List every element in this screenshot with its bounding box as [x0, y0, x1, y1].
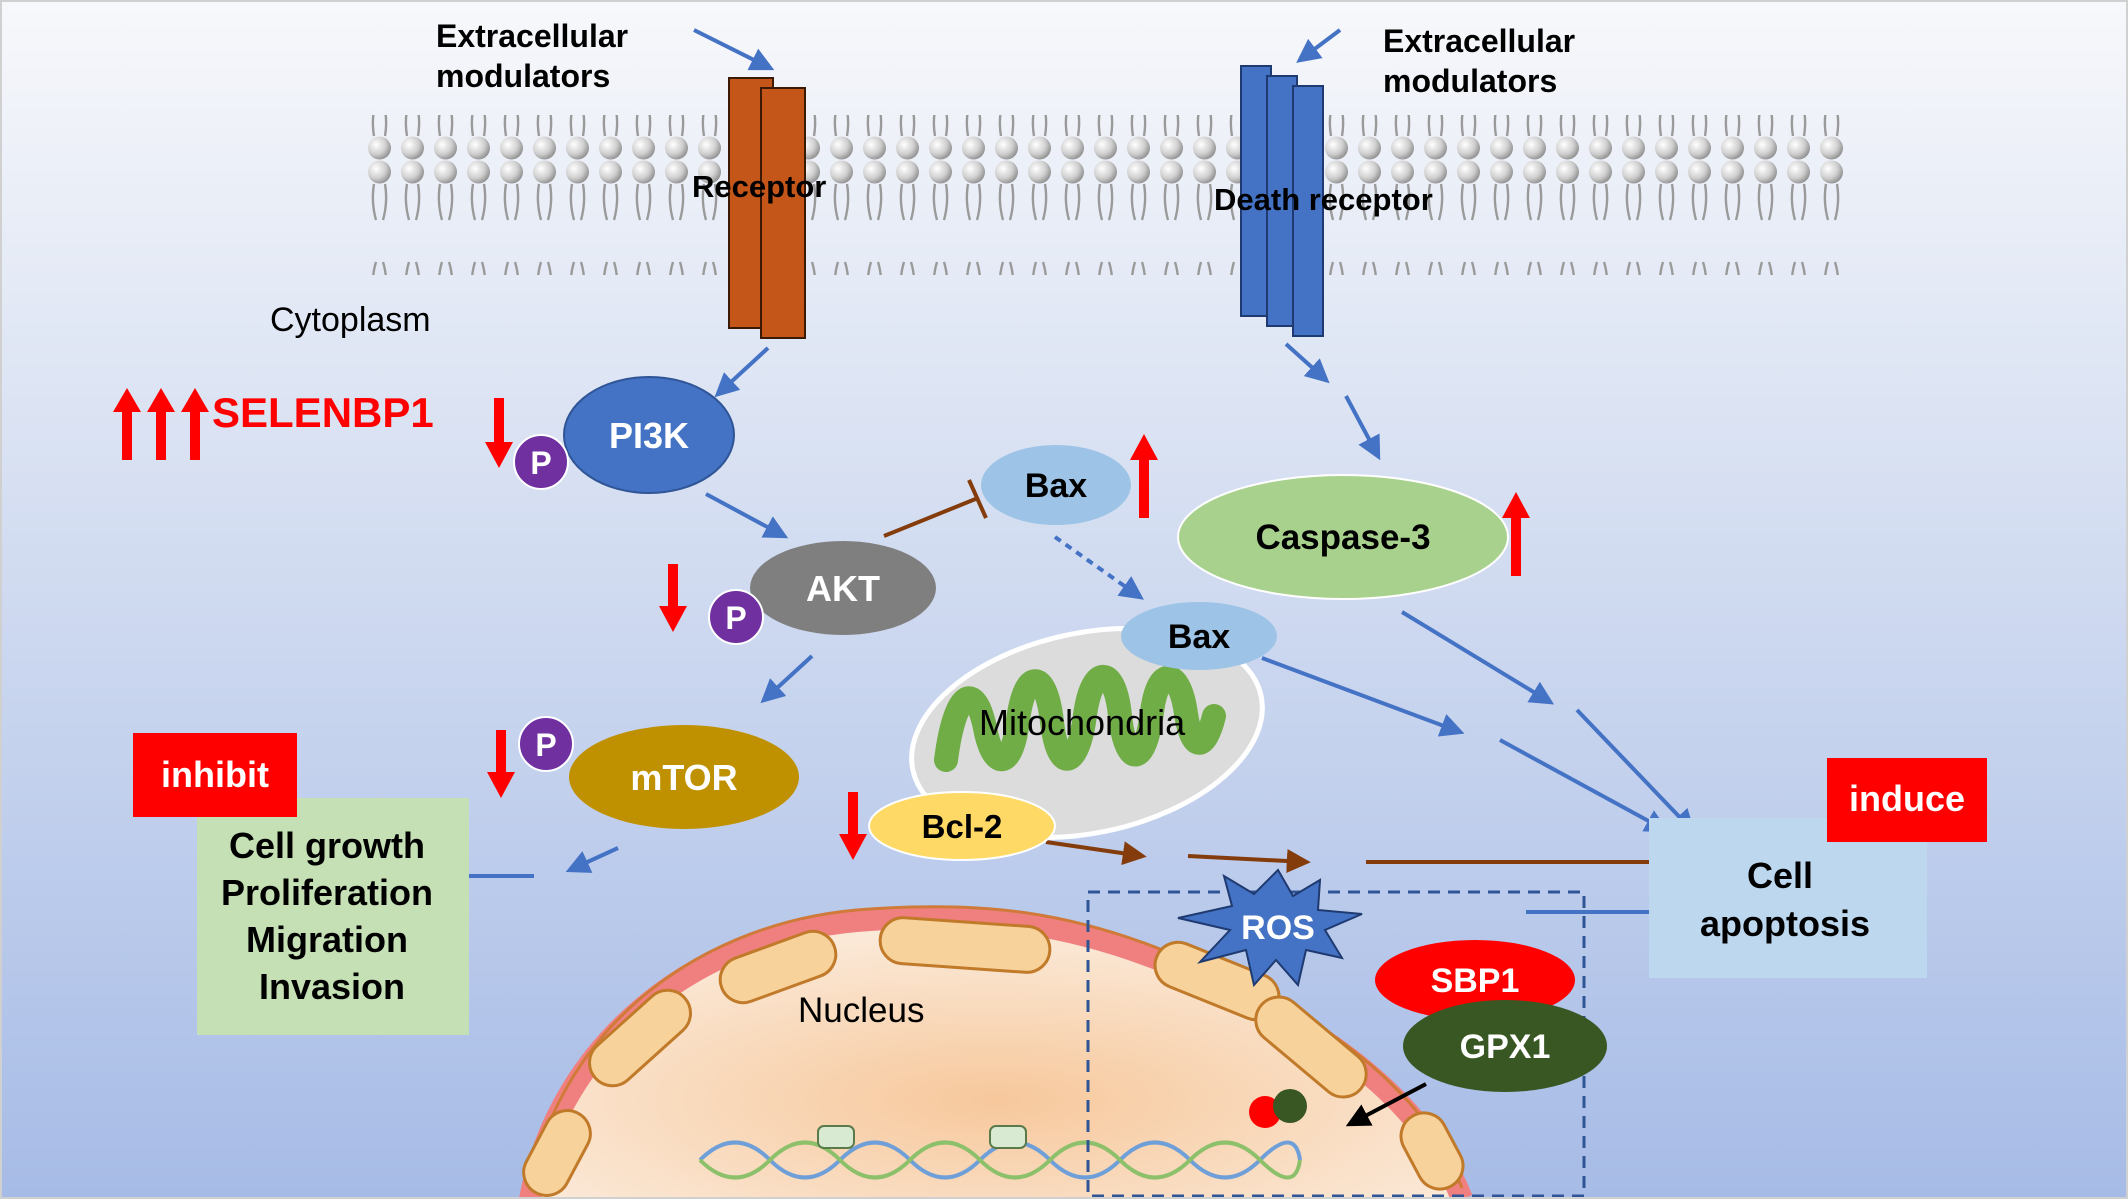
mtor-label: mTOR [630, 757, 737, 798]
growth-line-2: Proliferation [221, 872, 433, 913]
caspase3-node [1177, 474, 1509, 600]
extracellular-modulators-left: Extracellular modulators [436, 18, 637, 94]
bax-top-label: Bax [1025, 467, 1087, 505]
growth-line-1: Cell growth [229, 825, 425, 866]
nucleus [519, 905, 1473, 1203]
phospho-markers [513, 434, 764, 772]
extracellular-left-line1: Extracellular [436, 18, 628, 54]
gpx1-node [1403, 1000, 1607, 1092]
growth-line-3: Migration [246, 919, 408, 960]
mtor-node [569, 725, 799, 829]
mtor-phospho [518, 716, 574, 772]
receptor [728, 77, 806, 339]
akt-phospho [708, 589, 764, 645]
pi3k-node [563, 376, 735, 494]
cell-growth-box [197, 798, 469, 1035]
akt-label: AKT [806, 568, 880, 609]
selenbp1-up-arrows [113, 388, 209, 460]
bax-top-node [981, 445, 1131, 525]
cell-growth-text: Cell growth Proliferation Migration Inva… [221, 825, 443, 1007]
gpx1-arrow [1345, 1082, 1427, 1127]
akt-phospho-label: P [725, 600, 746, 636]
pi3k-phospho [513, 434, 569, 490]
receptor-label: Receptor [692, 169, 826, 204]
gpx1-label: GPX1 [1460, 1028, 1551, 1066]
extracellular-left-line2: modulators [436, 58, 610, 94]
cytoplasm-label: Cytoplasm [270, 301, 431, 339]
bcl2-label: Bcl-2 [922, 808, 1003, 845]
caspase3-label: Caspase-3 [1255, 518, 1430, 557]
cell-membrane [362, 115, 1847, 275]
mitochondria [909, 625, 1265, 841]
up-arrows [1130, 434, 1530, 576]
extracellular-right-line1: Extracellular [1383, 23, 1575, 59]
apoptosis-line-1: Cell [1747, 855, 1813, 896]
extracellular-modulators-right: Extracellular modulators [1383, 23, 1584, 99]
apoptosis-line-2: apoptosis [1700, 903, 1870, 944]
nucleus-label: Nucleus [798, 991, 924, 1030]
inhibit-badge [133, 733, 297, 817]
extracellular-right-line2: modulators [1383, 63, 1557, 99]
growth-line-4: Invasion [259, 966, 405, 1007]
sbp1-label: SBP1 [1431, 962, 1520, 1000]
blue-arrows [445, 28, 1696, 924]
induce-badge [1827, 758, 1987, 842]
cell-apoptosis-box [1649, 818, 1927, 978]
ros-label: ROS [1241, 909, 1315, 947]
selenbp1-label: SELENBP1 [212, 389, 434, 436]
sbp1-node [1375, 940, 1575, 1020]
mtor-phospho-label: P [535, 727, 556, 763]
pi3k-label: PI3K [609, 415, 689, 456]
inhibit-label: inhibit [161, 754, 269, 795]
death-receptor-label: Death receptor [1214, 182, 1433, 217]
pi3k-phospho-label: P [530, 445, 551, 481]
induce-label: induce [1849, 778, 1965, 819]
down-arrows [485, 398, 867, 860]
cell-apoptosis-text: Cell apoptosis [1700, 855, 1870, 944]
death-receptor [1240, 65, 1324, 337]
bcl2-node [868, 791, 1056, 861]
akt-node [750, 541, 936, 635]
mitochondria-label: Mitochondria [979, 702, 1186, 743]
bax-mito-node [1121, 602, 1277, 670]
ros-star [1177, 868, 1363, 988]
bax-mito-label: Bax [1168, 618, 1230, 656]
